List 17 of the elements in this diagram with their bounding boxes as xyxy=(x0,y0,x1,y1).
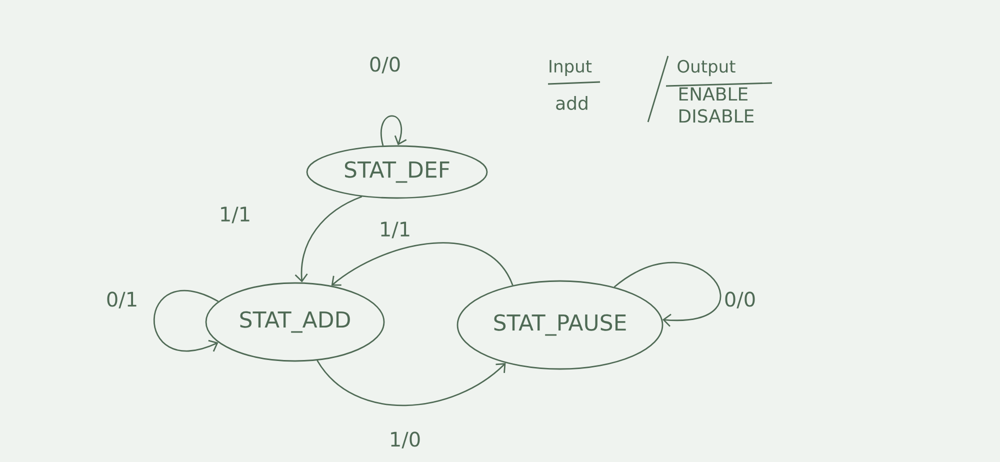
edge-label: 0/0 xyxy=(722,290,758,310)
legend-text: add xyxy=(556,96,588,110)
edge-label: 1/1 xyxy=(218,206,252,224)
arrow xyxy=(380,115,407,146)
arrow xyxy=(154,290,219,352)
edge-label: 1/0 xyxy=(388,430,422,450)
arrow xyxy=(614,262,721,327)
edge-label: 1/1 xyxy=(378,220,412,240)
legend-text: ENABLE xyxy=(679,87,748,101)
legend-text: Output xyxy=(678,60,736,76)
legend-text: DISABLE xyxy=(679,109,754,123)
arrow xyxy=(331,242,514,286)
edge-label: 0/1 xyxy=(104,290,140,310)
edge-label: 0/0 xyxy=(368,56,402,74)
arrow xyxy=(294,196,362,282)
legend-text: Input xyxy=(550,60,592,76)
arrow xyxy=(316,360,506,406)
